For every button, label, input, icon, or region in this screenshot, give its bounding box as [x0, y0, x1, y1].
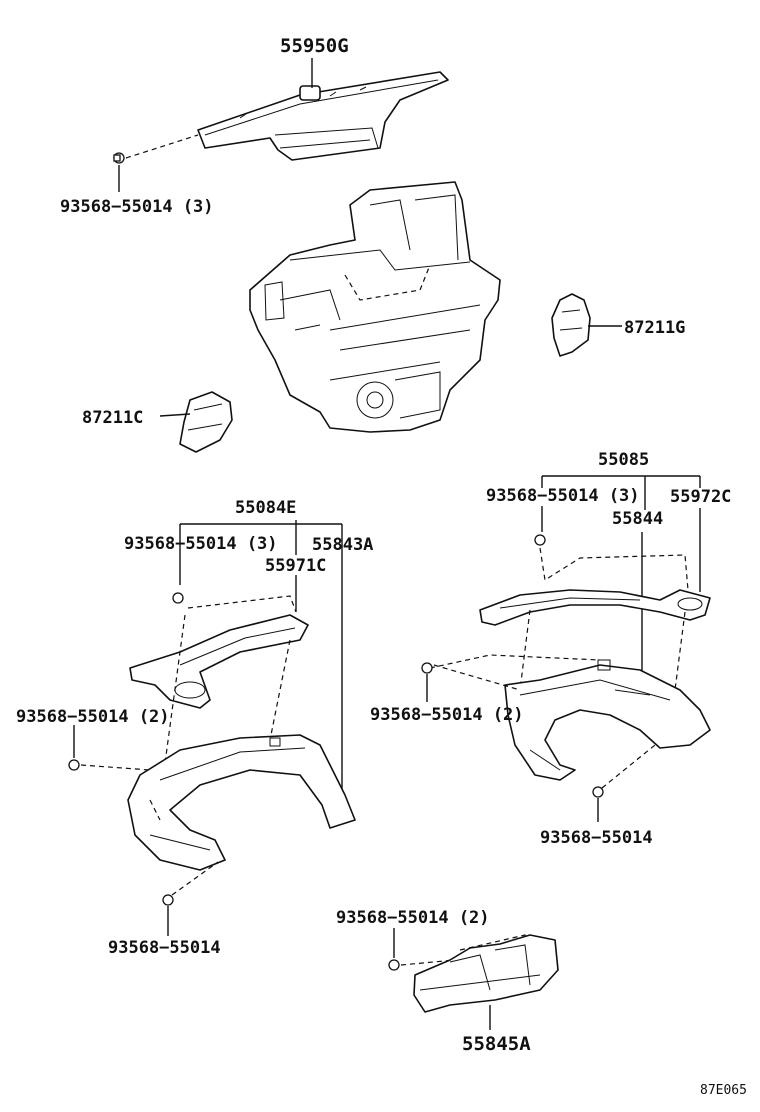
label-93568-right3: 93568−55014 (3): [486, 486, 640, 506]
part-55844-duct[interactable]: [504, 659, 711, 781]
label-93568-bottom2: 93568−55014 (2): [336, 908, 490, 928]
label-55845A: 55845A: [462, 1033, 531, 1055]
label-55844: 55844: [612, 509, 663, 529]
label-93568-top: 93568−55014 (3): [60, 197, 214, 217]
label-93568-left3: 93568−55014 (3): [124, 534, 278, 554]
part-55971C-duct[interactable]: [129, 614, 309, 709]
label-55971C: 55971C: [265, 556, 326, 576]
bolt-icon: [68, 759, 80, 771]
bolt-icon: [162, 894, 174, 906]
heater-unit-assembly: [249, 181, 501, 433]
label-93568-right2: 93568−55014 (2): [370, 705, 524, 725]
label-55084E: 55084E: [235, 498, 296, 518]
label-87211G: 87211G: [624, 318, 685, 338]
bolt-icon: [421, 662, 433, 674]
label-87211C: 87211C: [82, 408, 143, 428]
bolt-icon: [534, 534, 546, 546]
part-87211G[interactable]: [551, 293, 591, 357]
part-87211C[interactable]: [179, 391, 233, 453]
label-55950G: 55950G: [280, 35, 349, 57]
label-55085: 55085: [598, 450, 649, 470]
label-93568-left1: 93568−55014: [108, 938, 221, 958]
bolt-icon: [388, 959, 400, 971]
bolt-icon: [592, 786, 604, 798]
label-93568-right1: 93568−55014: [540, 828, 653, 848]
part-55845A-duct[interactable]: [413, 934, 559, 1013]
label-93568-left2: 93568−55014 (2): [16, 707, 170, 727]
bolt-icon: [113, 152, 125, 164]
part-55843A-duct[interactable]: [127, 734, 356, 871]
label-55972C: 55972C: [670, 487, 731, 507]
label-55843A: 55843A: [312, 535, 373, 555]
bolt-icon: [172, 592, 184, 604]
part-55972C-duct[interactable]: [479, 589, 711, 626]
part-55950G-duct[interactable]: [197, 71, 449, 161]
figure-code: 87E065: [700, 1083, 747, 1098]
